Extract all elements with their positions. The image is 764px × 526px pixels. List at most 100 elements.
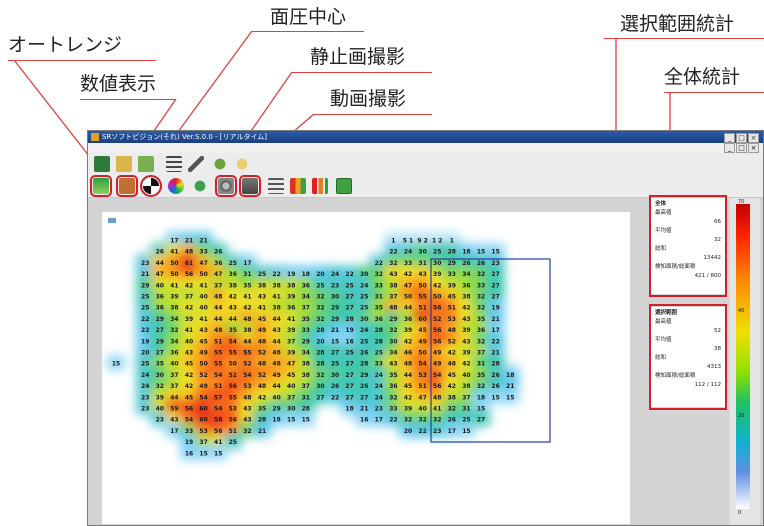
heatmap-value: 15 <box>477 406 485 413</box>
selection-stats-box: 選択範囲 最高値 52 平均値 38 総和 4313 検知面積/総面積 112 … <box>651 307 725 407</box>
bar-chart-icon[interactable] <box>290 178 306 194</box>
color-scale-lower-label: 20 <box>738 413 745 419</box>
heatmap-value: 52 <box>433 316 441 323</box>
color-scale-bar[interactable] <box>736 204 750 509</box>
child-minimize-button[interactable]: _ <box>724 143 735 153</box>
heatmap-value: 53 <box>229 406 237 413</box>
heatmap-value: 44 <box>229 316 237 323</box>
heatmap-value: 18 <box>477 394 485 401</box>
heatmap-value: 43 <box>389 271 397 278</box>
heatmap-value: 22 <box>375 260 383 267</box>
heatmap-value: 42 <box>229 294 237 301</box>
heatmap-value: 51 <box>418 383 426 390</box>
heatmap-value: 22 <box>389 249 397 256</box>
column-chart-icon[interactable] <box>312 178 328 194</box>
heatmap-value: 15 <box>506 394 514 401</box>
pen-icon[interactable] <box>188 156 204 172</box>
heatmap-value: 37 <box>462 394 470 401</box>
folder-open-icon[interactable] <box>116 156 132 172</box>
heatmap-value: 35 <box>258 406 266 413</box>
heatmap-value: 49 <box>433 350 441 357</box>
heatmap-value: 18 <box>462 249 470 256</box>
heatmap-value: 37 <box>287 338 295 345</box>
heatmap-value: 43 <box>389 361 397 368</box>
heatmap-value: 37 <box>199 439 207 446</box>
menu-bar: _□× <box>88 143 763 153</box>
overall-stats-highlight <box>649 195 727 297</box>
heatmap-value: 17 <box>243 260 251 267</box>
heatmap-value: 25 <box>316 282 324 289</box>
numeric-display-icon[interactable] <box>116 175 138 197</box>
heatmap-value: 16 <box>185 450 193 457</box>
video-capture-icon[interactable] <box>239 175 261 197</box>
heatmap-value: 35 <box>375 305 383 312</box>
heatmap-value: 54 <box>418 361 426 368</box>
heatmap-value: 22 <box>345 271 353 278</box>
close-button[interactable]: × <box>748 133 759 143</box>
selection-rectangle[interactable] <box>430 258 551 443</box>
heatmap-value: 21 <box>360 406 368 413</box>
green-square-icon[interactable] <box>336 178 352 194</box>
heatmap-value: 28 <box>375 327 383 334</box>
heatmap-value: 23 <box>141 394 149 401</box>
stats-panel: 全体 最高値 66 平均値 32 総和 13442 検知面積/総面積 421 /… <box>648 195 728 525</box>
heatmap-value: 33 <box>389 406 397 413</box>
color-scale-top-label: 70 <box>738 199 745 205</box>
heatmap-value: 41 <box>185 327 193 334</box>
lines-icon[interactable] <box>268 178 284 194</box>
heatmap-value: 43 <box>185 350 193 357</box>
heatmap-value: 48 <box>433 394 441 401</box>
heatmap-value: 51 <box>214 338 222 345</box>
rotate-icon[interactable] <box>192 178 208 194</box>
heatmap-value: 27 <box>316 394 324 401</box>
heatmap-value: 23 <box>375 406 383 413</box>
heatmap-value: 56 <box>214 428 222 435</box>
heatmap-value: 50 <box>418 282 426 289</box>
child-close-button[interactable]: × <box>748 143 759 153</box>
heatmap-value: 32 <box>477 383 485 390</box>
list-icon[interactable] <box>166 156 182 172</box>
heatmap-value: 54 <box>214 372 222 379</box>
still-capture-icon[interactable] <box>215 175 237 197</box>
heatmap-value: 48 <box>258 338 266 345</box>
help-icon[interactable] <box>234 156 250 172</box>
heatmap-value: 19 <box>345 327 353 334</box>
heatmap-value: 23 <box>331 282 339 289</box>
auto-range-icon[interactable] <box>90 175 112 197</box>
callout-auto-range: オートレンジ <box>8 34 123 56</box>
pressure-center-icon[interactable] <box>140 175 162 197</box>
heatmap-value: 22 <box>418 428 426 435</box>
heatmap-value: 1 <box>450 238 454 245</box>
heatmap-value: 30 <box>389 338 397 345</box>
record-icon[interactable] <box>94 156 110 172</box>
heatmap-cell <box>165 422 184 438</box>
heatmap-value: 44 <box>214 305 222 312</box>
child-maximize-button[interactable]: □ <box>736 143 747 153</box>
leaf-icon[interactable] <box>212 156 228 172</box>
grid-icon[interactable] <box>138 156 154 172</box>
heatmap-value: 31 <box>418 260 426 267</box>
minimize-button[interactable]: _ <box>724 133 735 143</box>
heatmap-value: 27 <box>345 361 353 368</box>
heatmap-value: 27 <box>477 417 485 424</box>
heatmap-value: 24 <box>331 271 339 278</box>
heatmap-value: 32 <box>477 271 485 278</box>
heatmap-value: 31 <box>462 406 470 413</box>
heatmap-value: 28 <box>316 327 324 334</box>
color-wheel-icon[interactable] <box>168 178 184 194</box>
maximize-button[interactable]: □ <box>736 133 747 143</box>
heatmap-cell <box>399 422 417 438</box>
heatmap-value: 50 <box>433 294 441 301</box>
overall-max-value: 66 <box>714 219 721 225</box>
heatmap-value: 38 <box>448 394 456 401</box>
heatmap-value: 24 <box>141 372 149 379</box>
heatmap-value: 25 <box>345 350 353 357</box>
heatmap-value: 27 <box>360 394 368 401</box>
heatmap-value: 39 <box>404 406 412 413</box>
heatmap-value: 42 <box>258 394 266 401</box>
heatmap-value: 32 <box>389 327 397 334</box>
heatmap-value: 48 <box>243 394 251 401</box>
heatmap-value: 15 <box>112 361 120 368</box>
